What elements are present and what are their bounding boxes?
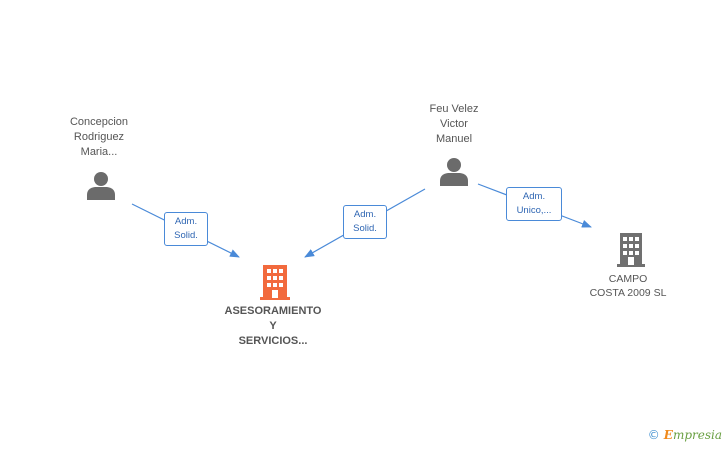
name-line: Feu Velez (429, 103, 479, 115)
role-box-feu-asesoramiento[interactable]: Adm. Solid. (343, 205, 387, 239)
person-label-concepcion[interactable]: Concepcion Rodriguez Maria... (49, 115, 149, 160)
name-line: COSTA 2009 SL (589, 287, 667, 299)
role-line: Unico,... (516, 205, 552, 216)
brand-logo-text: mpresia (672, 428, 722, 442)
person-label-feu[interactable]: Feu Velez Victor Manuel (404, 102, 504, 147)
role-line: Solid. (174, 230, 198, 241)
name-line: ASESORAMIENTO (224, 305, 322, 317)
role-box-feu-campo[interactable]: Adm. Unico,... (506, 187, 562, 221)
person-icon[interactable] (86, 171, 116, 200)
building-icon[interactable] (260, 265, 290, 300)
role-box-concepcion-asesoramiento[interactable]: Adm. Solid. (164, 212, 208, 246)
name-line: Y (269, 320, 277, 332)
name-line: Manuel (435, 133, 473, 145)
copyright-symbol: © (647, 428, 660, 442)
name-line: Victor (440, 118, 468, 130)
name-line: Rodriguez (73, 131, 125, 143)
role-line: Solid. (353, 223, 377, 234)
company-label-campo[interactable]: CAMPO COSTA 2009 SL (578, 272, 678, 300)
name-line: Maria... (80, 146, 118, 158)
person-icon[interactable] (439, 157, 469, 186)
company-label-asesoramiento[interactable]: ASESORAMIENTO Y SERVICIOS... (213, 304, 333, 349)
name-line: SERVICIOS... (238, 335, 308, 347)
role-line: Adm. (174, 216, 198, 227)
role-line: Adm. (522, 191, 546, 202)
role-line: Adm. (353, 209, 377, 220)
name-line: CAMPO (608, 273, 648, 285)
building-icon[interactable] (617, 233, 645, 267)
name-line: Concepcion (69, 116, 129, 128)
brand-logo-initial: E (663, 428, 673, 442)
watermark: ©Empresia (648, 428, 722, 442)
